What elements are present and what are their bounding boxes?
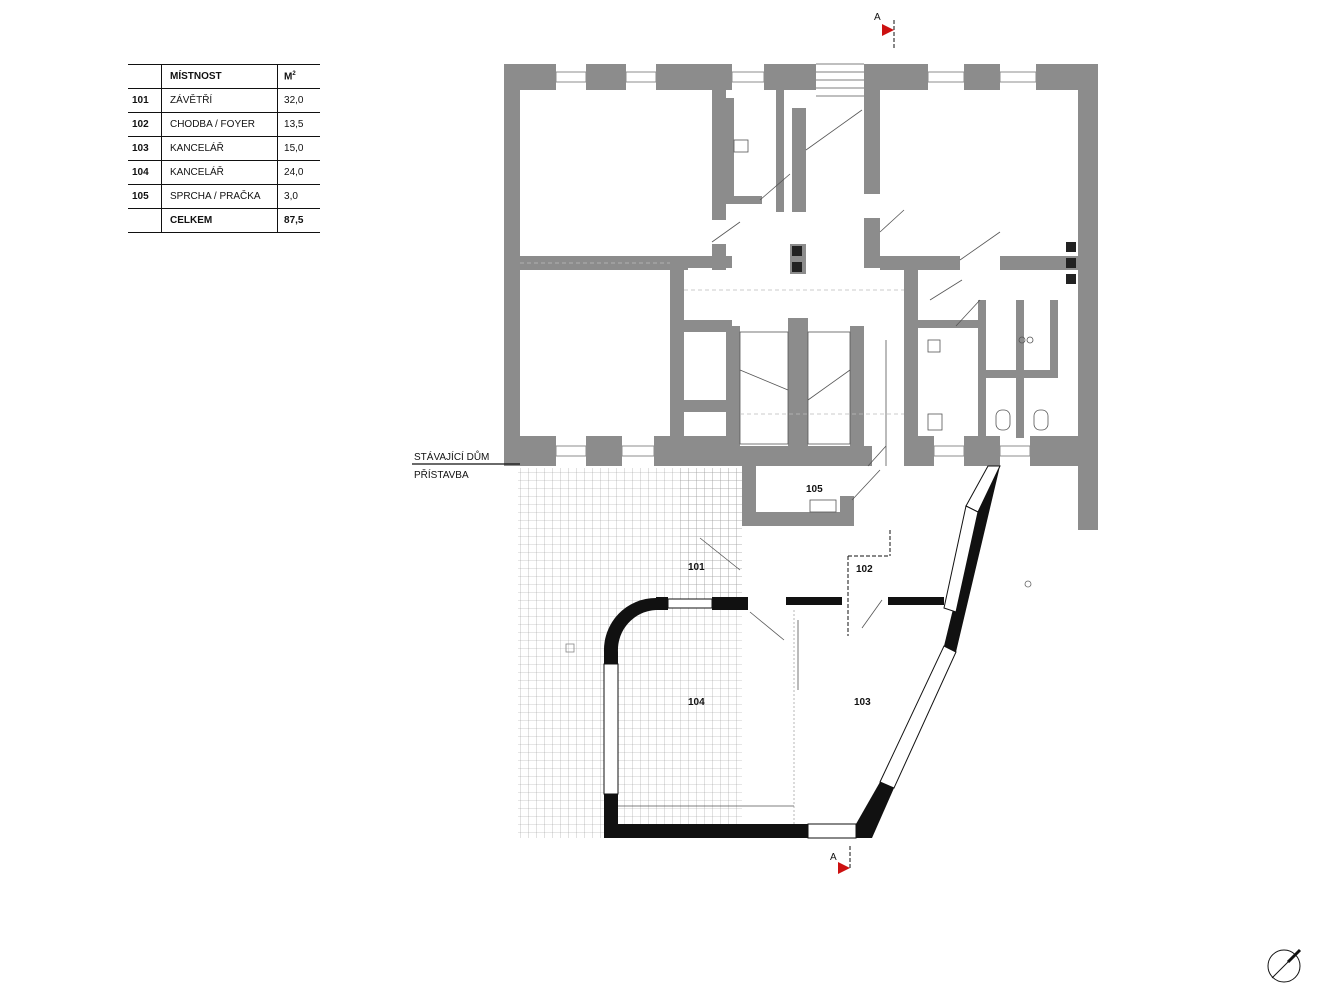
toilet-icon — [995, 409, 1011, 431]
sink-icon — [733, 139, 749, 153]
room-number: 105 — [132, 191, 149, 202]
room-number: 103 — [132, 143, 149, 154]
room-area: 32,0 — [277, 88, 320, 113]
schedule-total-row: CELKEM 87,5 — [128, 208, 320, 233]
sink-icon — [927, 339, 941, 353]
ventilation-shafts — [792, 242, 1076, 284]
washing-machine-icon — [809, 499, 837, 513]
toilet-icon — [1033, 409, 1049, 431]
room-schedule-table: MÍSTNOST M2 101 ZÁVĚTŘÍ 32,0 102 CHODBA … — [128, 64, 320, 233]
site-point-icon — [1024, 580, 1032, 588]
room-area: 13,5 — [277, 112, 320, 137]
toilet-icon — [927, 413, 943, 431]
section-marker-top: A — [874, 12, 881, 23]
terrace-paving — [518, 468, 742, 838]
room-number: 102 — [132, 119, 149, 130]
room-area: 15,0 — [277, 136, 320, 161]
section-arrow-icon — [882, 24, 894, 36]
section-arrow-icon — [838, 862, 850, 874]
room-label-102: 102 — [856, 564, 873, 575]
room-name: SPRCHA / PRAČKA — [160, 184, 278, 209]
table-row: 103 KANCELÁŘ 15,0 — [128, 136, 320, 161]
room-label-103: 103 — [854, 697, 871, 708]
boundary-legend: STÁVAJÍCÍ DŮM PŘÍSTAVBA — [412, 450, 520, 481]
table-row: 104 KANCELÁŘ 24,0 — [128, 160, 320, 185]
schedule-header-room: MÍSTNOST — [160, 64, 278, 89]
existing-windows — [555, 71, 1037, 457]
table-row: 105 SPRCHA / PRAČKA 3,0 — [128, 184, 320, 209]
total-area: 87,5 — [277, 208, 320, 233]
room-number: 104 — [132, 167, 149, 178]
schedule-header-area: M2 — [277, 64, 320, 89]
extension-walls — [603, 465, 1001, 839]
room-area: 3,0 — [277, 184, 320, 209]
north-arrow-icon — [1267, 948, 1302, 983]
room-name: KANCELÁŘ — [160, 160, 278, 185]
room-area: 24,0 — [277, 160, 320, 185]
room-label-101: 101 — [688, 562, 705, 573]
legend-extension: PŘÍSTAVBA — [414, 468, 469, 481]
room-number: 101 — [132, 95, 149, 106]
room-label-105: 105 — [806, 484, 823, 495]
sanitary-fixtures — [733, 139, 1049, 513]
room-name: CHODBA / FOYER — [160, 112, 278, 137]
stair-and-door-lines — [520, 63, 1001, 467]
table-row: 101 ZÁVĚTŘÍ 32,0 — [128, 88, 320, 113]
room-label-104: 104 — [688, 697, 705, 708]
room-name: ZÁVĚTŘÍ — [160, 88, 278, 113]
total-label: CELKEM — [160, 208, 278, 233]
existing-house-walls — [504, 64, 1098, 530]
section-line-a: A A — [830, 12, 895, 874]
room-name: KANCELÁŘ — [160, 136, 278, 161]
schedule-header-row: MÍSTNOST M2 — [128, 64, 320, 89]
urinal-icon — [1026, 336, 1034, 344]
table-row: 102 CHODBA / FOYER 13,5 — [128, 112, 320, 137]
room-labels: 101 102 103 104 105 — [688, 484, 873, 708]
legend-existing: STÁVAJÍCÍ DŮM — [414, 450, 489, 463]
section-marker-bottom: A — [830, 852, 837, 863]
urinal-icon — [1018, 336, 1026, 344]
drain-icon — [565, 643, 575, 653]
